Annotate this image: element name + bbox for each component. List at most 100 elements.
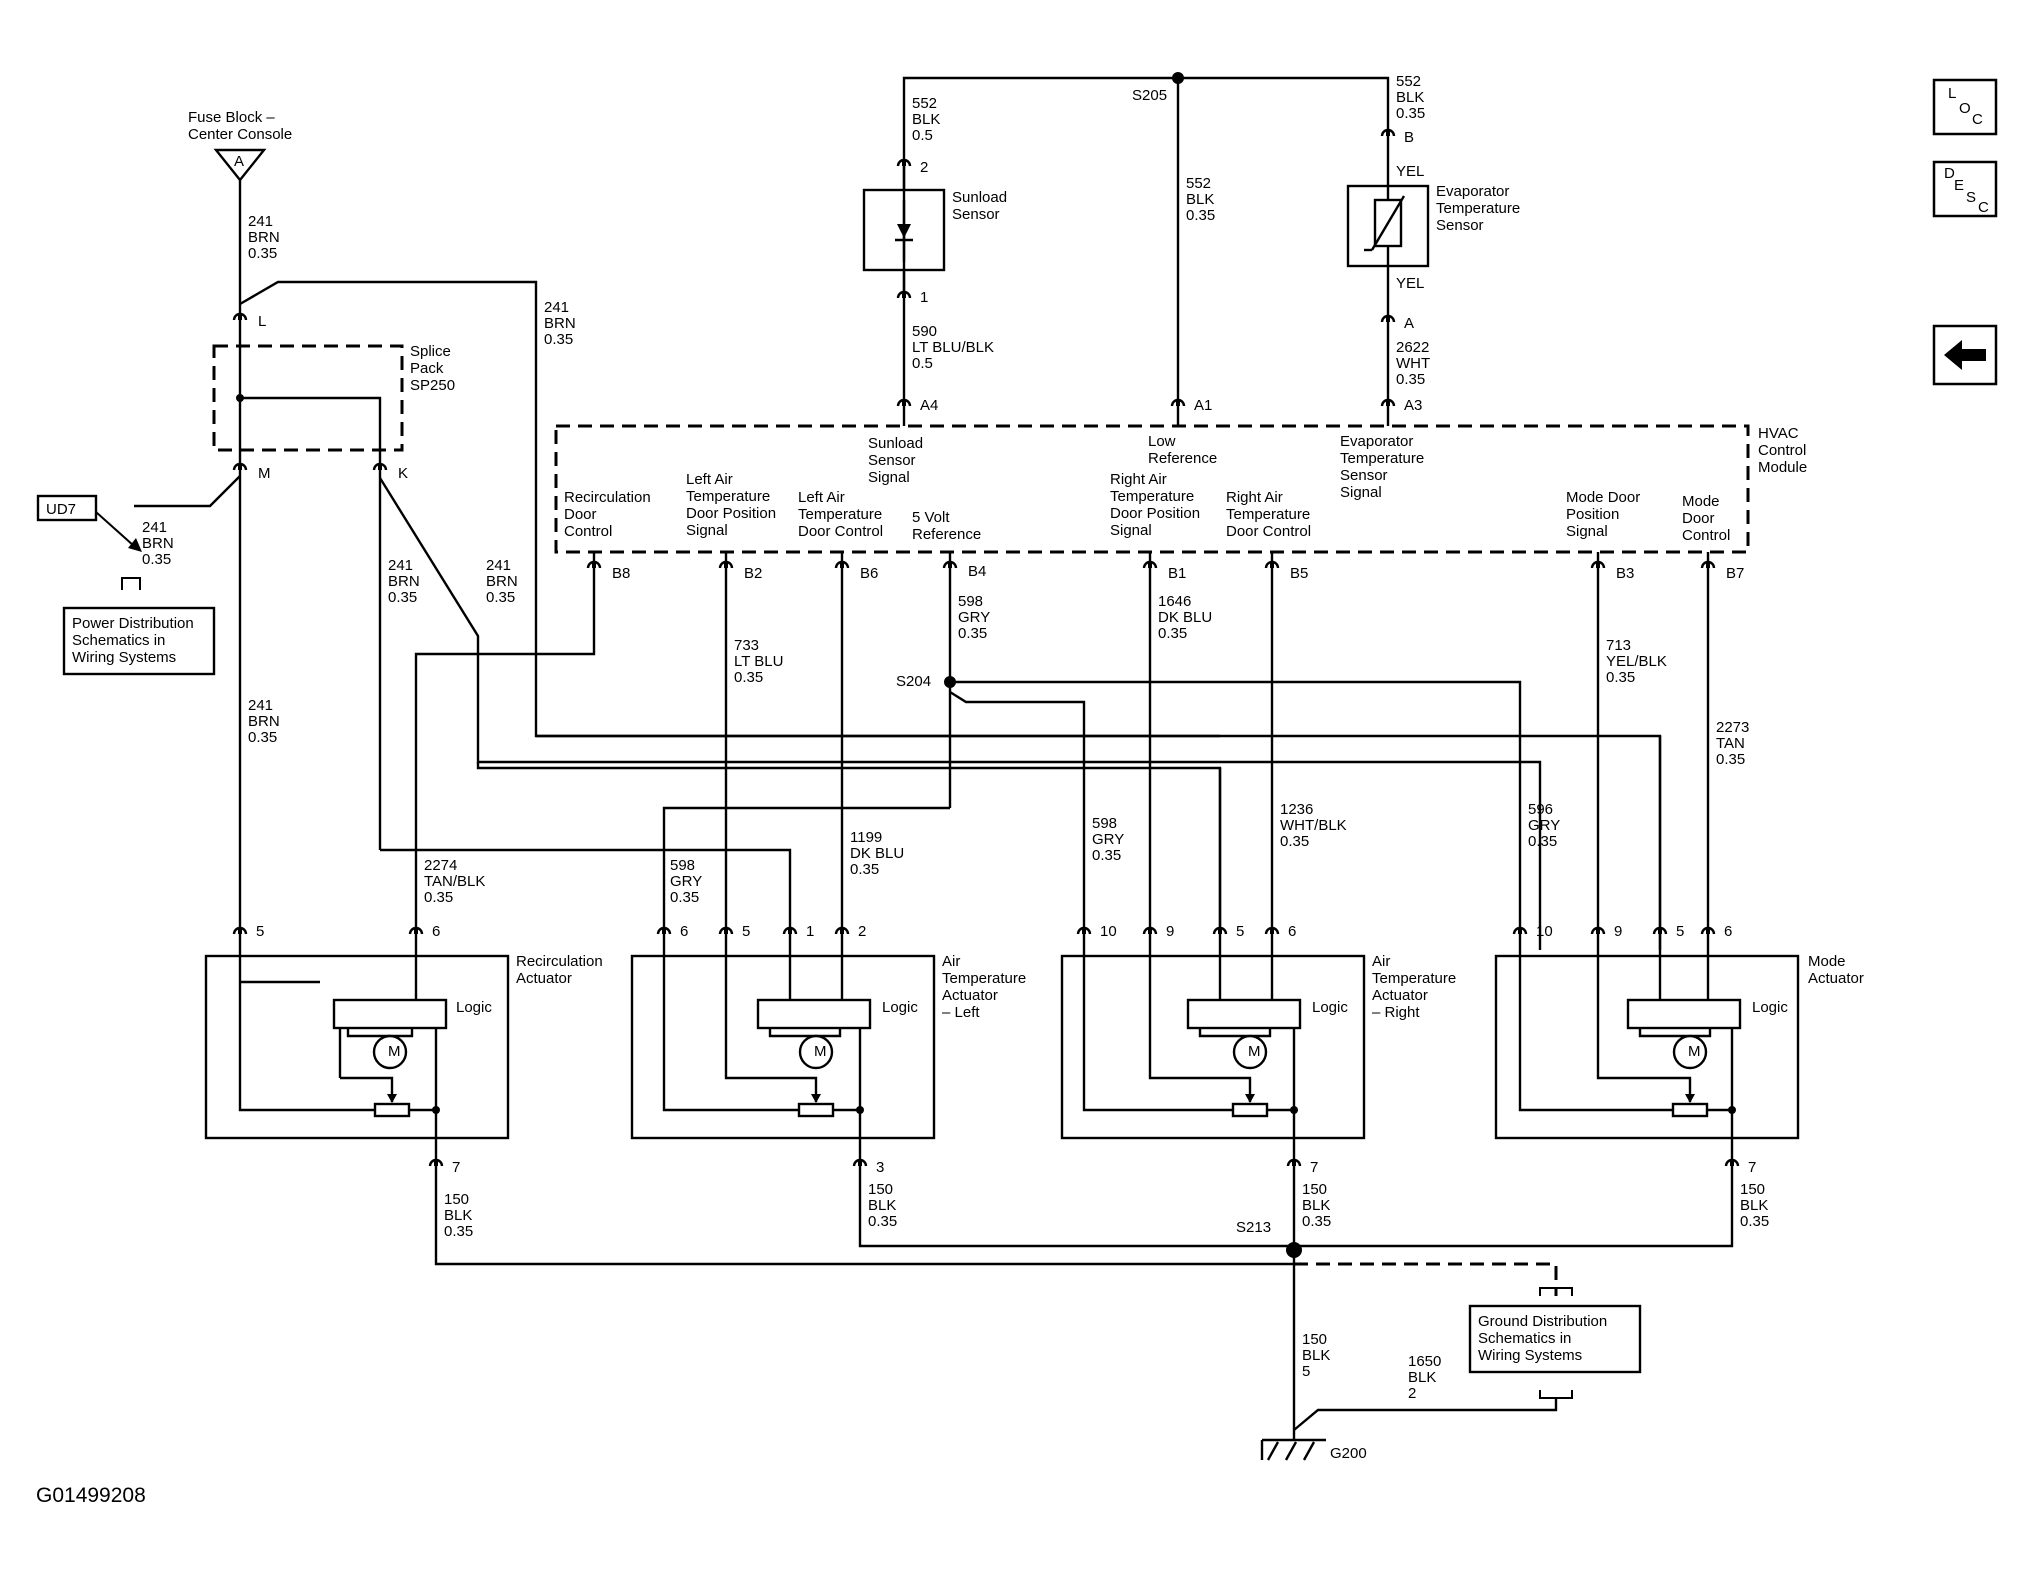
diagram-id: G01499208	[36, 1484, 146, 1507]
right-connector-7	[1286, 1158, 1302, 1168]
left-connector-3	[852, 1158, 868, 1168]
mode-actuator	[1494, 926, 1800, 1140]
wire-150a-size: 0.35	[444, 1223, 473, 1240]
fuse-block-label-2: Center Console	[188, 126, 292, 143]
sig-b6-1: Left Air	[798, 489, 845, 506]
power-distribution-ref-box[interactable]	[62, 606, 216, 676]
right-motor-label: M	[1248, 1043, 1261, 1060]
wire-241c-color: BRN	[142, 535, 174, 552]
wire-150b-color: BLK	[868, 1197, 896, 1214]
splice-pin-l-connector	[232, 312, 248, 322]
evap-yel-bottom: YEL	[1396, 275, 1424, 292]
right-logic-label: Logic	[1312, 999, 1348, 1016]
hvac-label-3: Module	[1758, 459, 1807, 476]
sig-b5-3: Door Control	[1226, 523, 1311, 540]
desc-button[interactable]: D E S C	[1932, 160, 1998, 218]
mode-pin-10: 10	[1536, 923, 1553, 940]
evap-connector-b	[1380, 128, 1396, 138]
splice-s204-label: S204	[896, 673, 931, 690]
splice-s205-dot	[1172, 72, 1184, 84]
ground-ref-label-1: Ground Distribution	[1478, 1313, 1607, 1330]
ground-ref-label-2: Schematics in	[1478, 1330, 1571, 1347]
left-motor-label: M	[814, 1043, 827, 1060]
desc-letter-d: D	[1944, 165, 1955, 182]
ground-g200-label: G200	[1330, 1445, 1367, 1462]
ground-distribution-ref-box[interactable]	[1468, 1304, 1642, 1374]
sig-b4-1: 5 Volt	[912, 509, 950, 526]
evap-label-1: Evaporator	[1436, 183, 1509, 200]
right-label-1: Air	[1372, 953, 1390, 970]
loc-letter-l: L	[1948, 85, 1956, 102]
wire-241e-num: 241	[388, 557, 413, 574]
sig-sunload-2: Sensor	[868, 452, 916, 469]
right-label-4: – Right	[1372, 1004, 1420, 1021]
module-pin-b1: B1	[1168, 565, 1186, 582]
wire-150a-num: 150	[444, 1191, 469, 1208]
sig-sunload-3: Signal	[868, 469, 910, 486]
sig-b6-2: Temperature	[798, 506, 882, 523]
wire-552c-num: 552	[1396, 73, 1421, 90]
ud7-badge	[36, 494, 98, 522]
wire-552a-size: 0.5	[912, 127, 933, 144]
wire-1650-color: BLK	[1408, 1369, 1436, 1386]
wire-150d-size: 0.35	[1740, 1213, 1769, 1230]
evap-yel-top: YEL	[1396, 163, 1424, 180]
wire-598b-color: GRY	[670, 873, 702, 890]
wire-241c-size: 0.35	[142, 551, 171, 568]
wire-596-size: 0.35	[1528, 833, 1557, 850]
hvac-label-1: HVAC	[1758, 425, 1799, 442]
evap-label-2: Temperature	[1436, 200, 1520, 217]
left-pin-6: 6	[680, 923, 688, 940]
sunload-photodiode-icon	[895, 200, 913, 262]
module-pin-a3: A3	[1404, 397, 1422, 414]
recirc-motor-label: M	[388, 1043, 401, 1060]
sig-evap-1: Evaporator	[1340, 433, 1413, 450]
sunload-label-2: Sensor	[952, 206, 1000, 223]
back-button[interactable]	[1932, 324, 1998, 386]
wire-1650-size: 2	[1408, 1385, 1416, 1402]
evap-label-3: Sensor	[1436, 217, 1484, 234]
wire-713-size: 0.35	[1606, 669, 1635, 686]
wire-1646-color: DK BLU	[1158, 609, 1212, 626]
sig-b4-2: Reference	[912, 526, 981, 543]
ground-ref-label-3: Wiring Systems	[1478, 1347, 1582, 1364]
wire-552a-num: 552	[912, 95, 937, 112]
wire-1236-num: 1236	[1280, 801, 1313, 818]
module-pin-b2: B2	[744, 565, 762, 582]
wire-552a-color: BLK	[912, 111, 940, 128]
loc-button[interactable]: L O C	[1932, 78, 1998, 136]
sig-b2-3: Door Position	[686, 505, 776, 522]
sig-b8-2: Door	[564, 506, 597, 523]
left-pin-1: 1	[806, 923, 814, 940]
splice-s205-label: S205	[1132, 87, 1167, 104]
wire-150c-size: 0.35	[1302, 1213, 1331, 1230]
wire-733-color: LT BLU	[734, 653, 783, 670]
module-bottom-connectors	[586, 552, 1716, 570]
wire-733-num: 733	[734, 637, 759, 654]
ud7-label: UD7	[46, 501, 76, 518]
fuse-terminal-label: A	[234, 153, 244, 170]
wire-2622-color: WHT	[1396, 355, 1430, 372]
wire-598a-size: 0.35	[958, 625, 987, 642]
sig-b1-4: Signal	[1110, 522, 1152, 539]
hvac-label-2: Control	[1758, 442, 1806, 459]
sig-b1-1: Right Air	[1110, 471, 1167, 488]
mode-logic-label: Logic	[1752, 999, 1788, 1016]
desc-letter-e: E	[1954, 177, 1964, 194]
wire-2622-size: 0.35	[1396, 371, 1425, 388]
sig-b2-4: Signal	[686, 522, 728, 539]
sig-b2-2: Temperature	[686, 488, 770, 505]
evap-pin-a: A	[1404, 315, 1414, 332]
recirc-label-2: Actuator	[516, 970, 572, 987]
evap-thermistor-icon	[1364, 186, 1406, 266]
power-ref-label-3: Wiring Systems	[72, 649, 176, 666]
wire-598b-size: 0.35	[670, 889, 699, 906]
sunload-label-1: Sunload	[952, 189, 1007, 206]
sig-b7-1: Mode	[1682, 493, 1720, 510]
wire-1646-num: 1646	[1158, 593, 1191, 610]
module-pin-b4: B4	[968, 563, 986, 580]
hvac-control-module-box	[554, 424, 1750, 554]
wire-596-num: 596	[1528, 801, 1553, 818]
wire-552b-size: 0.35	[1186, 207, 1215, 224]
